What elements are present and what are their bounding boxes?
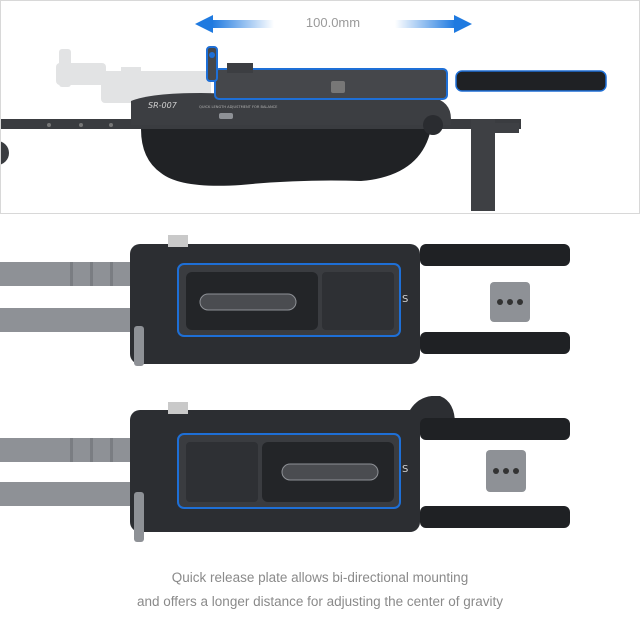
measurement-arrows — [195, 15, 472, 33]
vertical-support — [471, 119, 495, 211]
caption-line-1: Quick release plate allows bi-directiona… — [171, 570, 469, 585]
engraving-text: QUICK LENGTH ADJUSTMENT FOR BALANCE — [199, 105, 278, 109]
caption: Quick release plate allows bi-directiona… — [0, 566, 640, 614]
top-view-2: S — [0, 396, 570, 542]
plate-marking: S — [402, 294, 408, 305]
rod-upper — [420, 418, 570, 440]
caption-line-2: and offers a longer distance for adjusti… — [137, 594, 503, 609]
strap-upper — [0, 438, 135, 462]
measurement-label: 100.0mm — [305, 15, 361, 30]
top-view-1: S — [0, 235, 570, 366]
rod-lower — [420, 332, 570, 354]
side-view-panel: 100.0mm SR-007 QUICK LENGTH ADJUSTMENT F… — [0, 0, 640, 214]
side-view-illustration: SR-007 QUICK LENGTH ADJUSTMENT FOR BALAN… — [1, 46, 607, 211]
shoulder-pad — [141, 129, 431, 186]
measurement-indicator: 100.0mm — [1, 11, 639, 37]
right-arrow-icon — [395, 15, 472, 33]
left-arrow-icon — [195, 15, 274, 33]
side-rod — [455, 70, 607, 92]
adjust-knob — [423, 115, 443, 135]
model-marking: SR-007 — [148, 101, 178, 110]
strap-lower — [0, 308, 135, 332]
rod-lower — [420, 506, 570, 528]
rod-upper — [420, 244, 570, 266]
strap-lower — [0, 482, 135, 506]
strap-upper — [0, 262, 135, 286]
device-body — [131, 93, 451, 125]
plate-marking: S — [402, 464, 408, 475]
